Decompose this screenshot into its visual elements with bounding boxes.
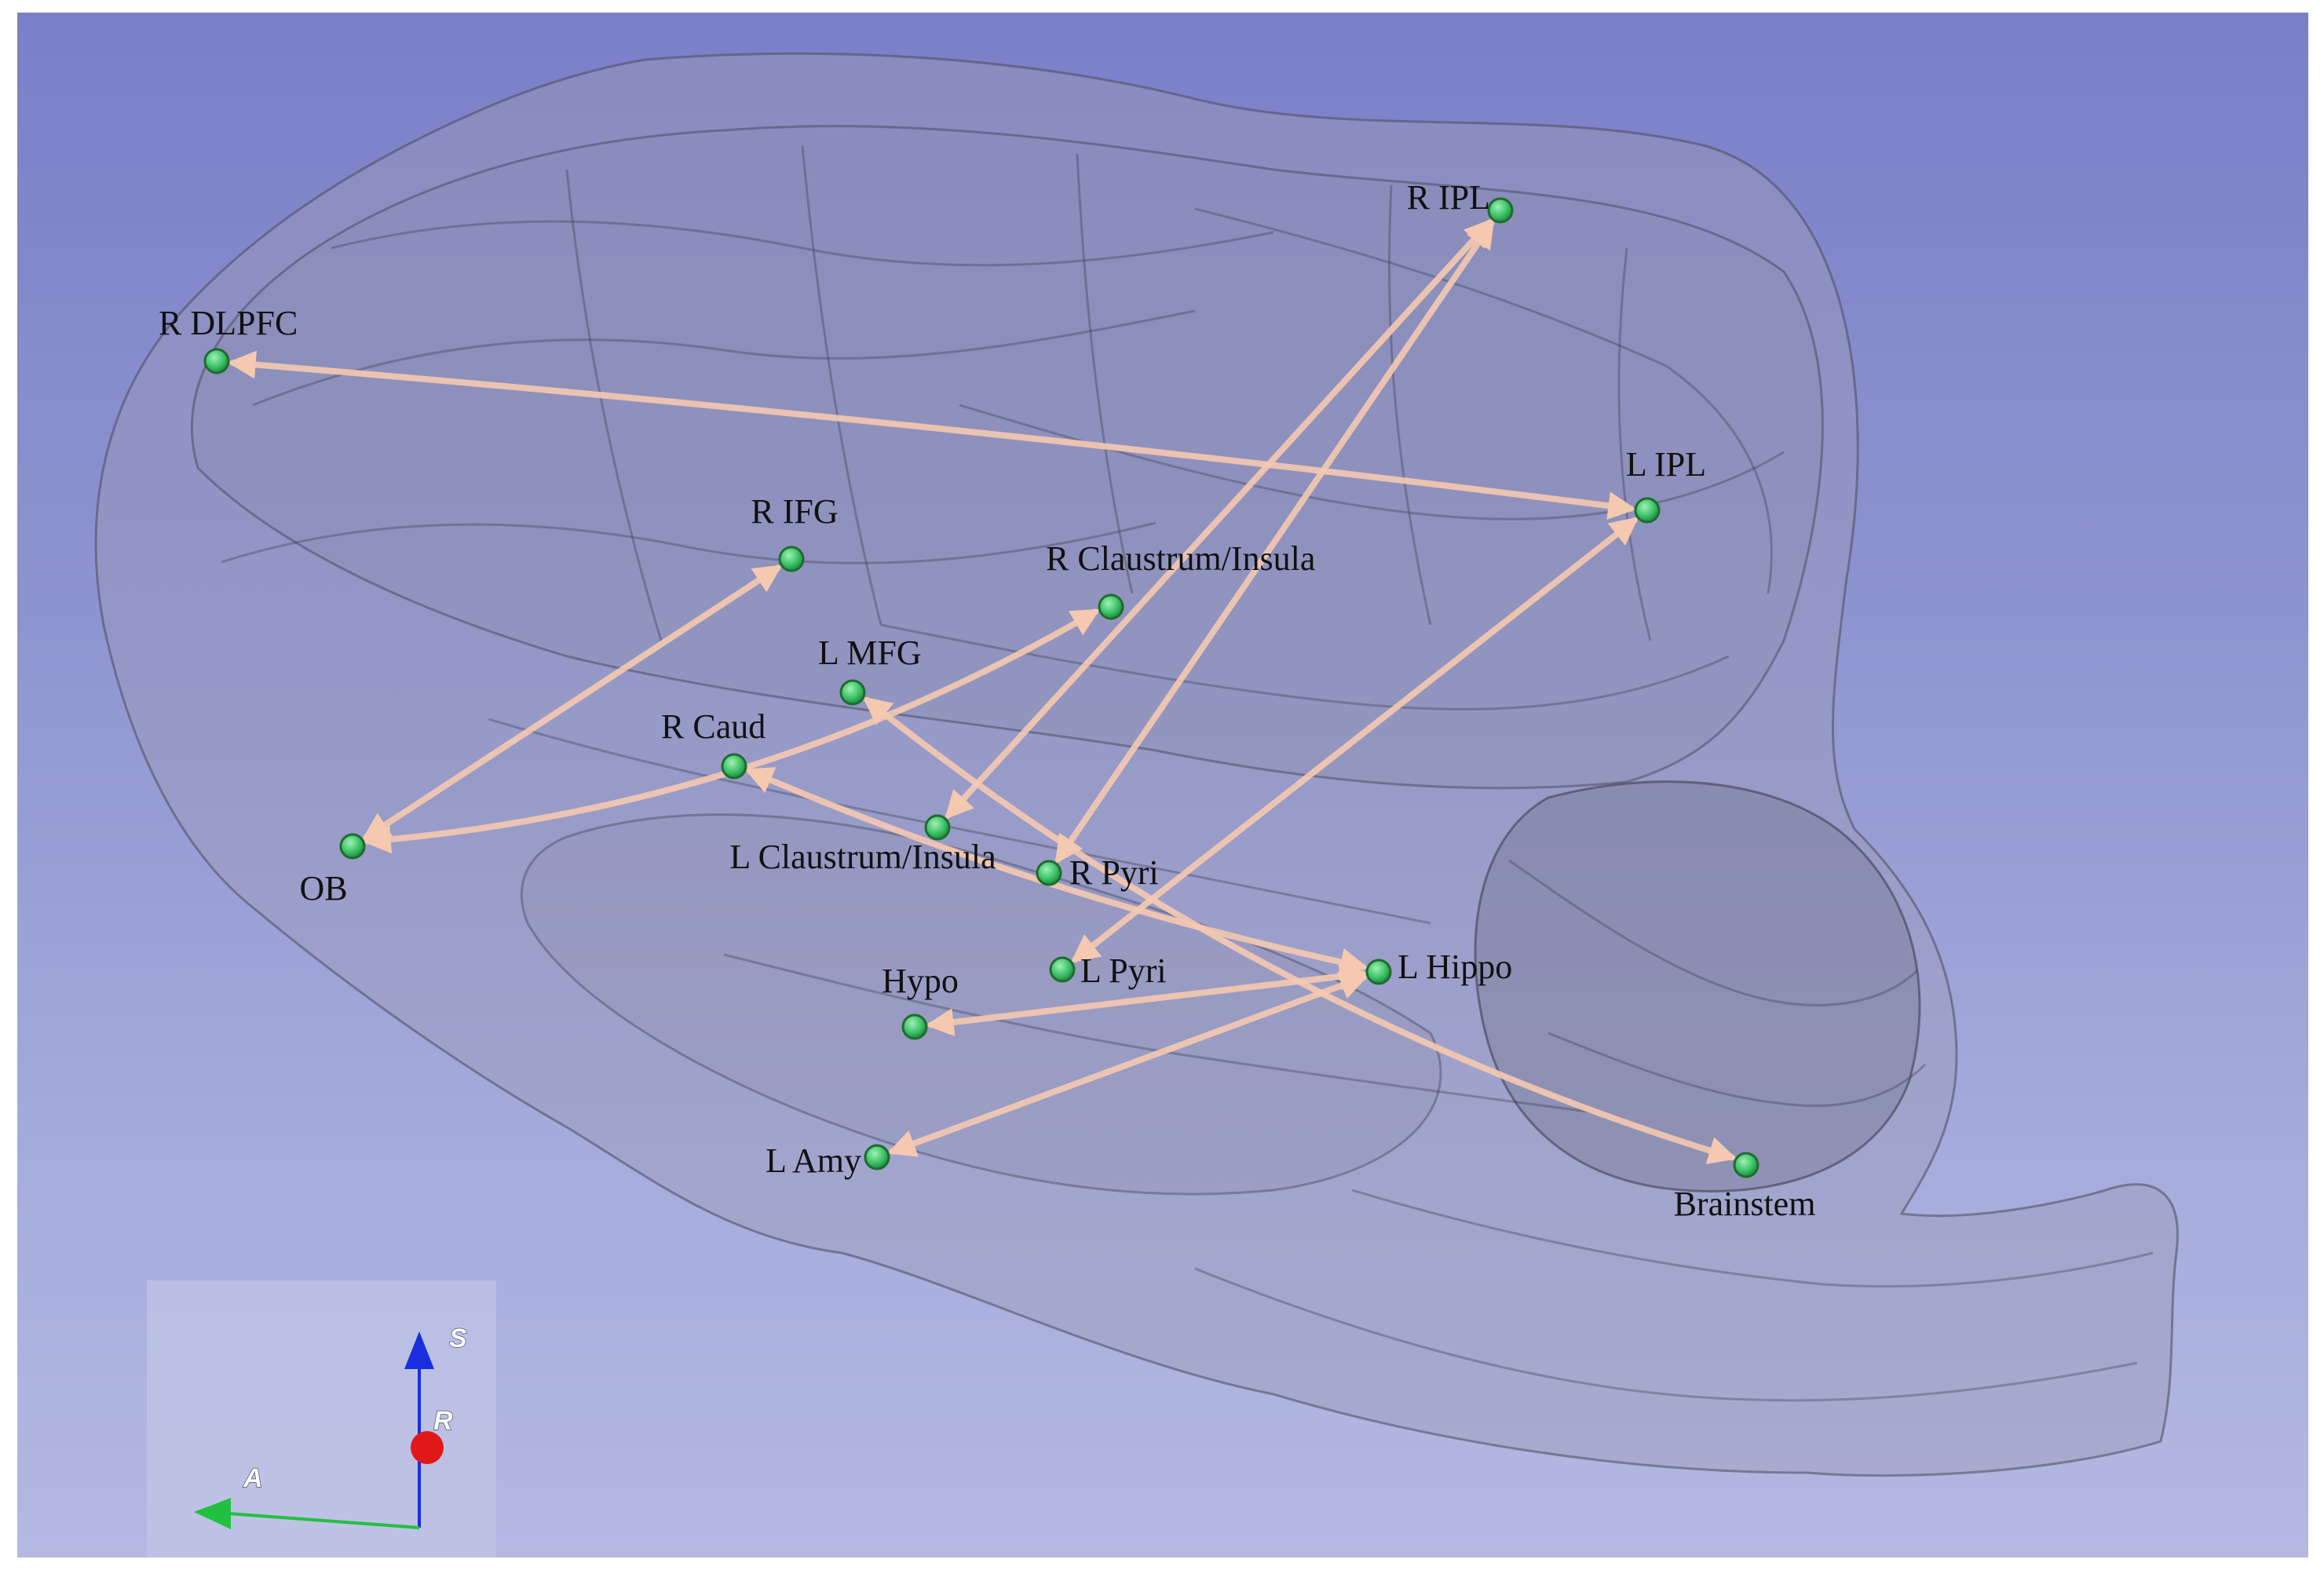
- region-label-r-dlpfc: R DLPFC: [159, 304, 298, 342]
- region-node-l-amy[interactable]: [864, 1144, 890, 1170]
- region-node-r-dlpfc[interactable]: [203, 348, 230, 374]
- region-label-l-pyri: L Pyri: [1080, 951, 1167, 990]
- right-axis-dot-icon: [411, 1431, 444, 1464]
- region-label-brainstem: Brainstem: [1674, 1185, 1816, 1223]
- region-node-r-caud[interactable]: [721, 753, 747, 780]
- brain-surface: [94, 52, 2179, 1477]
- region-node-r-ipl[interactable]: [1487, 197, 1514, 224]
- region-labels: R IPL R DLPFC L IPL R IFG R Claustrum/Insula…: [159, 178, 1815, 1223]
- region-node-r-claustrum[interactable]: [1098, 593, 1124, 620]
- superior-axis-label: S: [449, 1324, 467, 1353]
- orientation-marker: S R A: [147, 1280, 496, 1558]
- region-nodes: [203, 197, 1759, 1178]
- region-node-l-mfg[interactable]: [839, 679, 866, 706]
- region-node-l-claustrum[interactable]: [924, 814, 951, 841]
- region-label-r-claustrum: R Claustrum/Insula: [1046, 539, 1315, 578]
- anterior-axis-line: [228, 1512, 420, 1529]
- region-label-l-ipl: L IPL: [1626, 445, 1706, 484]
- region-node-r-ifg[interactable]: [778, 546, 805, 572]
- anterior-axis-label: A: [243, 1463, 263, 1493]
- region-label-r-pyri: R Pyri: [1069, 853, 1159, 892]
- region-label-l-mfg: L MFG: [818, 634, 922, 672]
- region-node-hypo[interactable]: [901, 1013, 928, 1040]
- right-axis-label: R: [433, 1406, 453, 1436]
- brain-scene: S R A R IPL R DLPFC L IPL R IFG R Claustrum/…: [94, 52, 2179, 1558]
- region-label-l-amy: L Amy: [766, 1141, 861, 1180]
- region-label-r-caud: R Caud: [661, 707, 766, 746]
- region-label-l-claustrum: L Claustrum/Insula: [729, 838, 996, 876]
- region-label-r-ifg: R IFG: [751, 492, 838, 531]
- region-label-hypo: Hypo: [882, 962, 959, 1000]
- region-label-l-hippo: L Hippo: [1398, 948, 1512, 986]
- cerebellum-region: [1474, 780, 1921, 1192]
- region-node-brainstem[interactable]: [1733, 1152, 1759, 1178]
- 3d-viewer[interactable]: S R A R IPL R DLPFC L IPL R IFG R Claustrum/…: [17, 13, 2308, 1558]
- superior-axis-arrow-icon: [404, 1331, 434, 1369]
- region-node-l-pyri[interactable]: [1049, 956, 1076, 983]
- region-node-r-pyri[interactable]: [1036, 860, 1062, 886]
- region-node-l-hippo[interactable]: [1365, 959, 1392, 985]
- region-node-l-ipl[interactable]: [1634, 497, 1661, 524]
- region-node-ob[interactable]: [339, 833, 366, 860]
- region-label-r-ipl: R IPL: [1407, 178, 1490, 217]
- region-label-ob: OB: [299, 869, 347, 908]
- connection-arrow-l_hippo-l_amy: [886, 972, 1369, 1157]
- anterior-axis-arrow-icon: [194, 1498, 231, 1529]
